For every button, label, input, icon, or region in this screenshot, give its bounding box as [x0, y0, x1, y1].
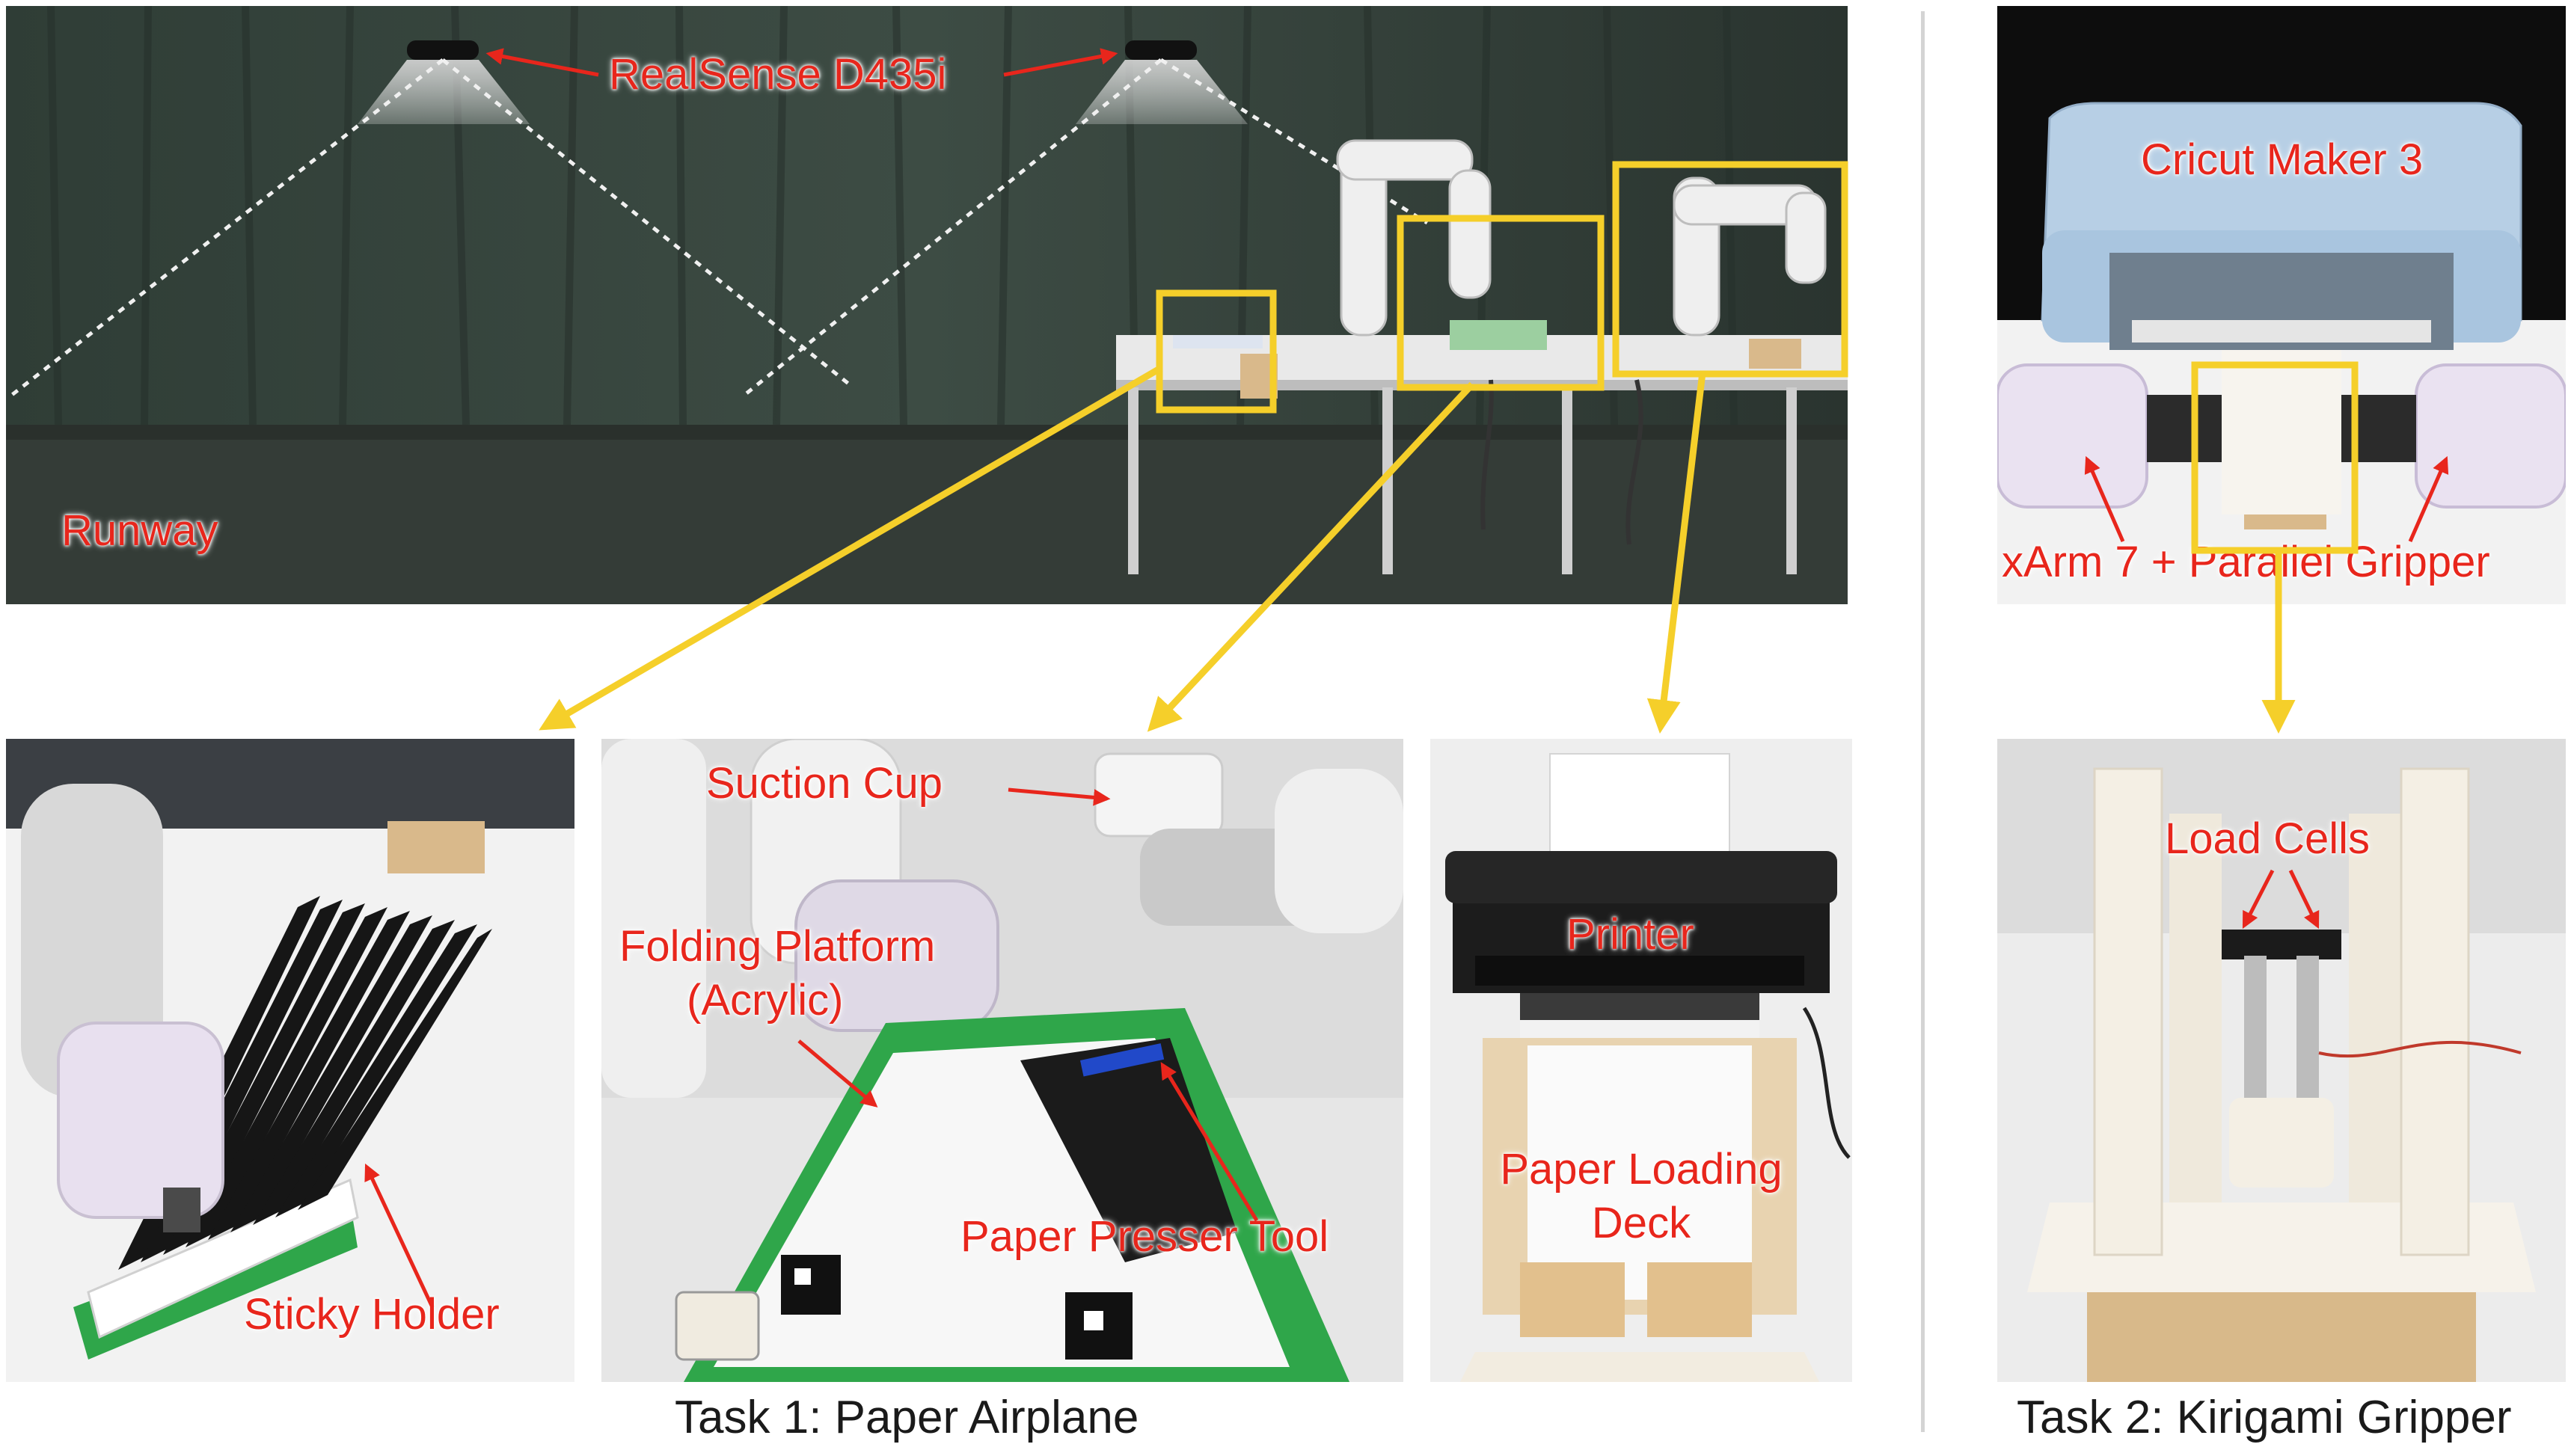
cricut-scene: [1997, 6, 2566, 604]
folding-platform-label: Folding Platform: [619, 922, 936, 971]
kirigami-gripper-scene: [1997, 739, 2566, 1382]
paper-presser-tool-label: Paper Presser Tool: [960, 1212, 1329, 1261]
sticky-holder-label: Sticky Holder: [244, 1290, 500, 1339]
printer-photo: Printer Paper Loading Deck: [1430, 739, 1852, 1382]
printer-scene: [1430, 739, 1852, 1382]
folding-platform-photo: Suction Cup Folding Platform (Acrylic) P…: [601, 739, 1403, 1382]
deck-label: Deck: [1591, 1199, 1691, 1247]
task-divider: [1921, 11, 1925, 1432]
suction-cup-label: Suction Cup: [706, 759, 943, 808]
sticky-holder-scene: [6, 739, 574, 1382]
task1-caption: Task 1: Paper Airplane: [675, 1392, 1139, 1443]
load-cells-label: Load Cells: [2165, 814, 2371, 863]
kirigami-gripper-photo: Load Cells: [1997, 739, 2566, 1382]
task2-caption: Task 2: Kirigami Gripper: [2017, 1392, 2512, 1443]
runway-label: Runway: [61, 506, 218, 555]
folding-platform-scene: [601, 739, 1403, 1382]
acrylic-label: (Acrylic): [687, 976, 844, 1025]
sticky-holder-photo: Sticky Holder: [6, 739, 574, 1382]
realsense-camera-label: RealSense D435i: [609, 50, 947, 99]
xarm-label: xArm 7 + Parallel Gripper: [2002, 538, 2490, 586]
lab-overview-photo: RealSense D435i Runway: [6, 6, 1848, 604]
cricut-photo: Cricut Maker 3 xArm 7 + Parallel Gripper: [1997, 6, 2566, 604]
paper-loading-label: Paper Loading: [1500, 1145, 1783, 1194]
printer-label: Printer: [1566, 910, 1694, 959]
cricut-label: Cricut Maker 3: [2141, 135, 2424, 184]
